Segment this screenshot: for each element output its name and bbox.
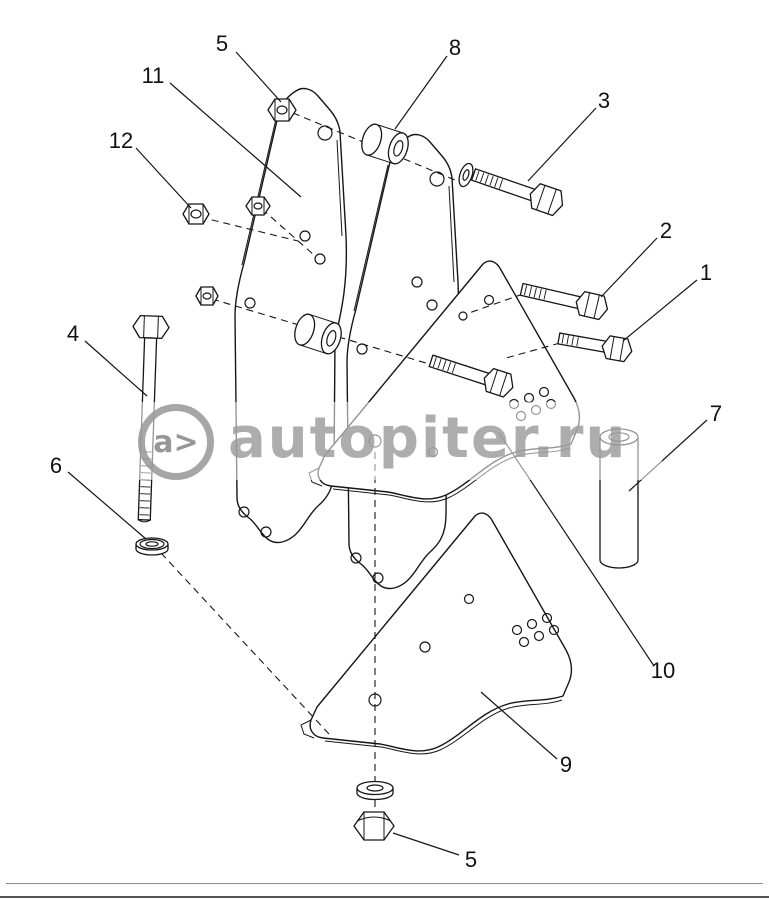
callout-5-top: 5 [215, 31, 229, 56]
bracket-plate-9 [300, 512, 573, 755]
callout-6: 6 [49, 453, 63, 478]
spacer-bushing-lower [294, 313, 342, 355]
footer-divider-top [6, 883, 763, 884]
callout-7: 7 [709, 401, 723, 426]
callout-9: 9 [559, 752, 573, 777]
callout-2: 2 [659, 218, 673, 243]
bolt-4-long [132, 314, 170, 523]
washer-bolt3 [458, 162, 474, 188]
callout-4: 4 [66, 321, 80, 346]
nut-lower-left [195, 286, 219, 306]
callout-8: 8 [448, 35, 462, 60]
nut-5-top [267, 98, 297, 122]
nut-12 [182, 203, 210, 225]
assembly-axis-lines [160, 112, 561, 812]
bolt-1 [557, 332, 633, 363]
nut-mid [245, 196, 271, 216]
callout-10: 10 [650, 658, 676, 683]
footer-divider-bottom [0, 896, 769, 898]
sleeve-7 [599, 428, 639, 569]
callout-1: 1 [699, 260, 713, 285]
callout-12: 12 [108, 128, 134, 153]
washer-bottom [356, 780, 394, 801]
callout-5-bottom: 5 [464, 847, 478, 872]
spacer-bushing-top [361, 123, 409, 165]
bolt-3 [470, 168, 564, 217]
callout-11: 11 [141, 63, 165, 88]
bolt-2 [519, 282, 609, 321]
washer-6 [135, 537, 169, 556]
nut-5-bottom [353, 811, 395, 841]
callout-3: 3 [597, 88, 611, 113]
bolt-center [428, 354, 514, 398]
